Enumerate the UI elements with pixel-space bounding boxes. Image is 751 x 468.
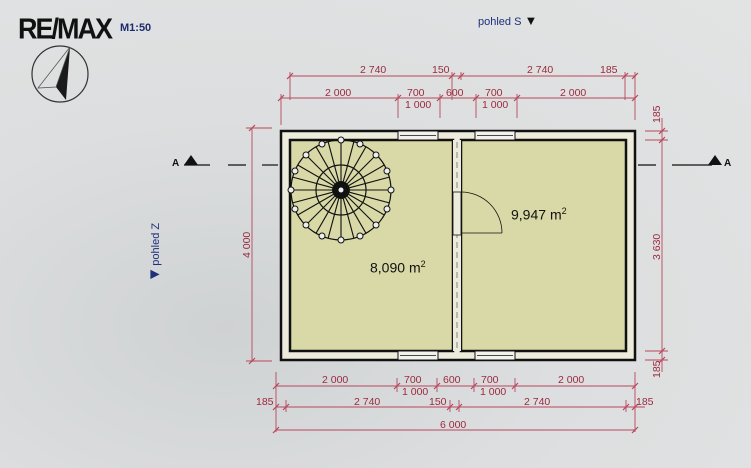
svg-text:700: 700 — [481, 374, 499, 386]
window-bottom-right — [474, 350, 516, 361]
svg-text:1 000: 1 000 — [480, 386, 506, 398]
svg-text:150: 150 — [429, 396, 447, 408]
svg-text:185: 185 — [256, 396, 274, 408]
svg-text:185: 185 — [600, 64, 618, 76]
room-area-left: 8,090 m2 — [370, 259, 426, 276]
dimension-lines — [246, 72, 668, 432]
north-arrow-icon — [31, 45, 89, 103]
svg-text:4 000: 4 000 — [241, 232, 253, 258]
svg-text:6 000: 6 000 — [440, 419, 466, 431]
view-arrow-icon: ▼ — [524, 13, 538, 28]
svg-text:185: 185 — [636, 396, 654, 408]
remax-logo: RE/MAX — [18, 13, 113, 45]
svg-text:2 000: 2 000 — [325, 87, 351, 99]
section-label-right: A — [724, 158, 731, 169]
dimension-labels: 2 740 150 2 740 185 2 000 700 600 700 2 … — [241, 64, 663, 431]
svg-text:2 740: 2 740 — [527, 64, 553, 76]
view-south-label: pohled S ▼ — [478, 13, 538, 28]
section-arrow-icon — [184, 155, 198, 165]
scale-label: M1:50 — [120, 22, 152, 34]
svg-text:600: 600 — [446, 87, 464, 99]
section-label-left: A — [172, 158, 179, 169]
svg-text:2 000: 2 000 — [558, 374, 584, 386]
svg-text:2 000: 2 000 — [560, 87, 586, 99]
svg-text:2 740: 2 740 — [524, 396, 550, 408]
dimension-ticks — [248, 72, 666, 434]
window-bottom-left — [397, 350, 439, 361]
svg-text:700: 700 — [404, 374, 422, 386]
svg-text:700: 700 — [485, 87, 503, 99]
svg-text:1 000: 1 000 — [405, 99, 431, 111]
section-arrow-icon — [708, 155, 722, 165]
svg-text:3 630: 3 630 — [651, 234, 663, 260]
svg-text:150: 150 — [432, 64, 450, 76]
svg-text:600: 600 — [443, 374, 461, 386]
svg-text:1 000: 1 000 — [482, 99, 508, 111]
window-top-right — [474, 130, 516, 141]
svg-text:2 740: 2 740 — [360, 64, 386, 76]
walls — [279, 129, 637, 362]
window-top-left — [397, 130, 439, 141]
svg-text:2 000: 2 000 — [322, 374, 348, 386]
spiral-staircase-icon — [287, 136, 395, 244]
svg-text:185: 185 — [651, 360, 663, 378]
room-area-right: 9,947 m2 — [511, 206, 567, 223]
door — [452, 191, 503, 236]
svg-text:185: 185 — [651, 105, 663, 123]
svg-text:2 740: 2 740 — [354, 396, 380, 408]
svg-text:1 000: 1 000 — [402, 386, 428, 398]
svg-text:700: 700 — [407, 87, 425, 99]
